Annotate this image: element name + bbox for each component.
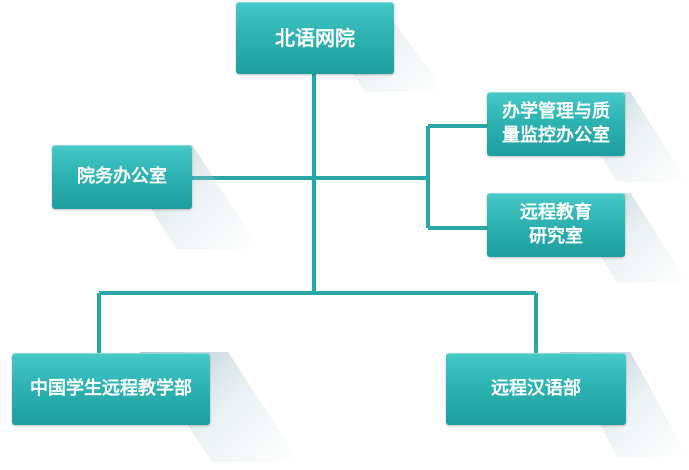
- research-label-line1: 远程教育: [520, 201, 592, 223]
- root-node-label: 北语网院: [275, 25, 355, 50]
- office-node-label: 院务办公室: [77, 165, 167, 187]
- chinese-dept-node[interactable]: 远程汉语部: [446, 353, 626, 425]
- china-students-label: 中国学生远程教学部: [30, 377, 192, 399]
- chinese-dept-label: 远程汉语部: [491, 377, 581, 399]
- quality-office-label-line1: 办学管理与质: [502, 100, 610, 122]
- china-students-node[interactable]: 中国学生远程教学部: [12, 353, 210, 425]
- research-node[interactable]: 远程教育 研究室: [487, 193, 625, 257]
- research-label-line2: 研究室: [529, 226, 583, 247]
- quality-office-node[interactable]: 办学管理与质 量监控办公室: [487, 92, 625, 156]
- quality-office-label-line2: 量监控办公室: [502, 125, 610, 146]
- root-node[interactable]: 北语网院: [236, 2, 394, 74]
- office-node[interactable]: 院务办公室: [52, 145, 192, 209]
